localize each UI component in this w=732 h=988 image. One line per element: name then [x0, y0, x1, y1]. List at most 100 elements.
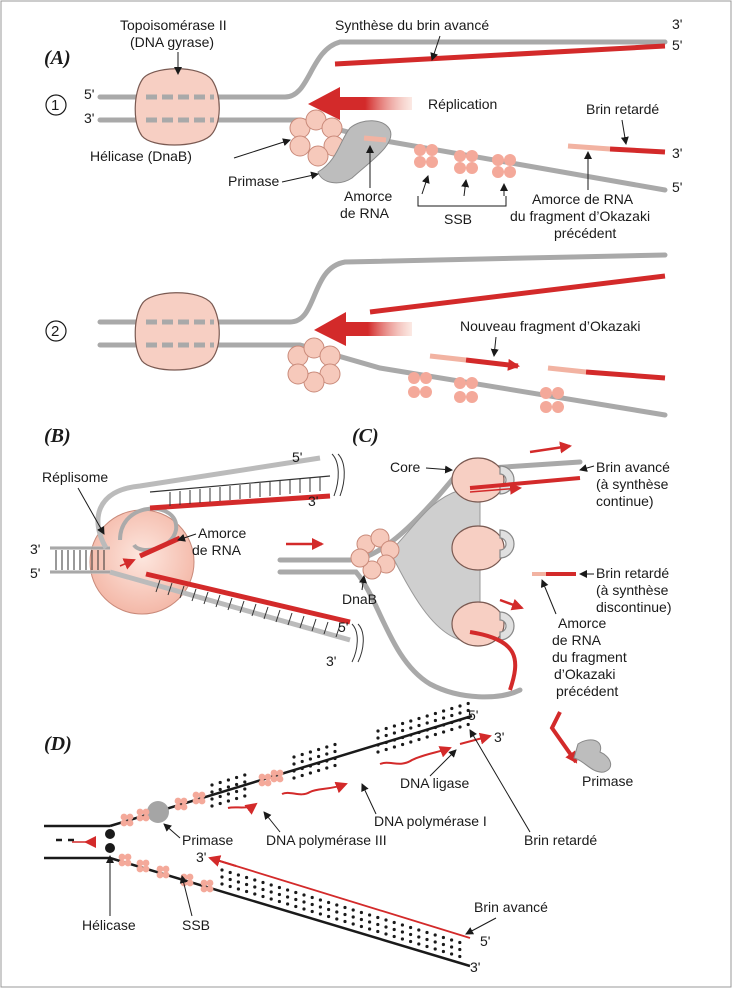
replication-label: Réplication — [428, 96, 497, 112]
primase-d-label: Primase — [182, 832, 234, 848]
brin-avance-d-pointer — [465, 917, 497, 935]
replisome-pointer — [77, 487, 105, 535]
amorce-c-1: Amorce — [558, 615, 606, 631]
dna-pol-3-label: DNA polymérase III — [266, 832, 387, 848]
helicase-d-label: Hélicase — [82, 917, 136, 933]
amorce-c-3: du fragment — [552, 649, 627, 665]
synth-avance-label: Synthèse du brin avancé — [335, 17, 489, 33]
a1-end-5-left: 5' — [84, 86, 94, 102]
brin-retarde-d-pointer — [469, 729, 531, 833]
brin-retarde-c-1: Brin retardé — [596, 565, 669, 581]
replisome-diagram — [50, 453, 364, 663]
helicase-label-a: Hélicase (DnaB) — [90, 148, 192, 164]
nouveau-fragment-pointer — [490, 336, 499, 357]
ssb-label-a: SSB — [444, 211, 472, 227]
b-end-3-bottom: 3' — [326, 653, 336, 669]
brin-avance-c-3: continue) — [596, 493, 654, 509]
brin-avance-c-1: Brin avancé — [596, 459, 670, 475]
a1-end-3-lag: 3' — [672, 145, 682, 161]
amorce-okazaki-label-3: précédent — [554, 225, 616, 241]
synth-avance-pointer — [430, 35, 441, 61]
okazaki-primer — [567, 143, 611, 152]
dna-ligase-label: DNA ligase — [400, 775, 469, 791]
a1-end-5-bottom: 5' — [672, 179, 682, 195]
d-end-3-bottom: 3' — [470, 959, 480, 975]
nouveau-fragment-label: Nouveau fragment d’Okazaki — [460, 318, 641, 334]
parental-strand-top-2 — [97, 252, 668, 325]
helicase-dnab — [289, 109, 345, 167]
topoisomerase-ii — [134, 68, 220, 146]
amorce-c-2: de RNA — [552, 632, 602, 648]
b-end-3-left: 3' — [30, 541, 40, 557]
brin-retarde-pointer-a — [620, 119, 629, 145]
amorce-b-label-2: de RNA — [192, 542, 242, 558]
new-okazaki-primer — [429, 353, 467, 363]
core-pointer — [425, 465, 453, 474]
dnab-label: DnaB — [342, 591, 377, 607]
dna-pol-1-pointer — [361, 783, 377, 815]
a1-end-3-top: 3' — [672, 16, 682, 32]
replisome-label: Réplisome — [42, 469, 108, 485]
amorce-b-pointer — [177, 533, 197, 542]
amorce-rna-label-2: de RNA — [340, 205, 390, 221]
svg-text:1: 1 — [51, 97, 59, 114]
brin-retarde-label-a: Brin retardé — [586, 101, 659, 117]
d-end-5-top: 5' — [468, 707, 478, 723]
b-end-5-left: 5' — [30, 565, 40, 581]
panel-b-label: (B) — [44, 425, 71, 447]
step-2-marker: 2 — [45, 320, 67, 342]
svg-text:2: 2 — [51, 323, 59, 340]
prev-okazaki-fragment-2 — [585, 369, 666, 381]
base-pairs-leading — [220, 868, 462, 959]
ssb-proteins — [414, 144, 516, 178]
amorce-c-5: précédent — [556, 683, 618, 699]
brin-retarde-c-2: (à synthèse — [596, 582, 669, 598]
ssb-proteins-2 — [408, 372, 564, 413]
a1-end-3-left: 3' — [84, 110, 94, 126]
amorce-okazaki-label-1: Amorce de RNA — [532, 191, 634, 207]
d-end-3-top: 3' — [494, 729, 504, 745]
brin-avance-c-pointer — [579, 464, 595, 472]
step-1-marker: 1 — [45, 94, 67, 116]
base-pairs-lagging — [210, 701, 470, 808]
rna-primer-a1 — [363, 135, 387, 143]
primase-label-a: Primase — [228, 173, 280, 189]
ssb-bracket — [417, 175, 508, 207]
replication-arrow-2 — [314, 312, 412, 346]
prev-okazaki-primer-2 — [547, 365, 587, 375]
panel-d-label: (D) — [44, 733, 72, 755]
amorce-rna-label-1: Amorce — [344, 188, 392, 204]
ssb-d-label: SSB — [182, 917, 210, 933]
primase-d-pointer — [163, 823, 181, 839]
b-end-3-top: 3' — [308, 493, 318, 509]
ssb-proteins-d — [118, 769, 284, 893]
leading-strand-new-2 — [369, 273, 666, 315]
helicase-dnab-2 — [287, 337, 341, 393]
d-end-3-lead: 3' — [196, 849, 206, 865]
primase-blob — [317, 120, 392, 184]
leading-strand-new — [334, 43, 666, 67]
dna-pol-1-label: DNA polymérase I — [374, 813, 487, 829]
d-end-5-bottom: 5' — [480, 933, 490, 949]
replication-arrow — [308, 87, 412, 120]
brin-retarde-d-label: Brin retardé — [524, 832, 597, 848]
topo-label-2: (DNA gyrase) — [130, 34, 214, 50]
b-end-5-top: 5' — [292, 449, 302, 465]
dnab-pointer — [359, 575, 367, 591]
ssb-d-pointer — [179, 875, 193, 917]
primase-c-label: Primase — [582, 773, 634, 789]
panel-a-label: (A) — [44, 47, 71, 69]
amorce-c-4: d’Okazaki — [554, 666, 615, 682]
dna-ligase-pointer — [429, 749, 457, 777]
replisome-c — [277, 441, 612, 773]
topo-label-1: Topoisomérase II — [120, 17, 227, 33]
parental-strand-top — [97, 39, 668, 100]
topoisomerase-ii-2 — [134, 292, 220, 371]
brin-avance-d-label: Brin avancé — [474, 899, 548, 915]
amorce-c-pointer — [540, 579, 557, 615]
new-okazaki-fragment — [465, 357, 520, 371]
core-label: Core — [390, 459, 421, 475]
primase-pointer-a — [281, 171, 319, 183]
amorce-b-label-1: Amorce — [198, 525, 246, 541]
panel-c-label: (C) — [352, 425, 379, 447]
